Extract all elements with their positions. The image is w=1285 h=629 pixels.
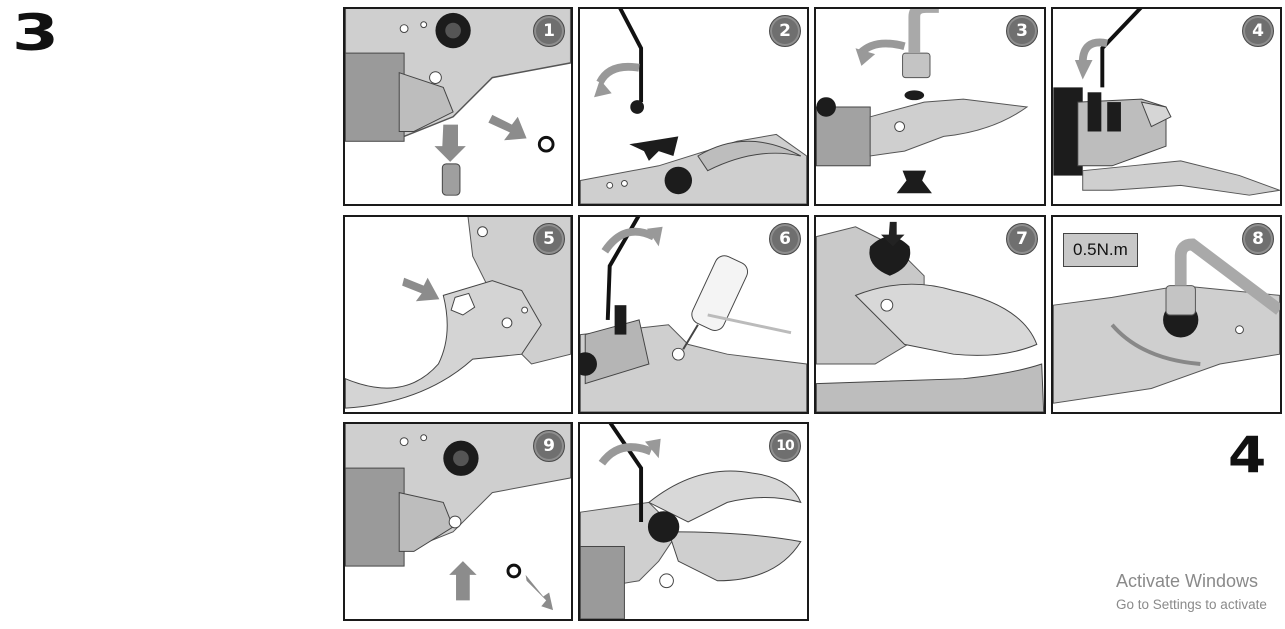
- step-badge-2: 2: [769, 15, 801, 47]
- step-panel-1: 1: [343, 7, 573, 206]
- step-badge-3: 3: [1006, 15, 1038, 47]
- step-panel-5: 5: [343, 215, 573, 414]
- activate-windows-title: Activate Windows: [1116, 571, 1259, 591]
- step-badge-6: 6: [769, 223, 801, 255]
- step-1-illustration: [345, 9, 571, 196]
- step-8-illustration: [1053, 238, 1280, 404]
- page-number-left: 3: [12, 4, 59, 62]
- step-badge-4: 4: [1242, 15, 1274, 47]
- step-badge-5: 5: [533, 223, 565, 255]
- step-panel-4: 4: [1051, 7, 1282, 206]
- step-badge-7: 7: [1006, 223, 1038, 255]
- activate-windows-subtitle: Go to Settings to activate: [1116, 597, 1267, 612]
- step-panel-8: 0.5N.m 8: [1051, 215, 1282, 414]
- step-panel-9: 9: [343, 422, 573, 621]
- step-2-illustration: [580, 9, 807, 204]
- step-panel-2: 2: [578, 7, 809, 206]
- step-3-illustration: [816, 9, 1029, 194]
- step-10-illustration: [580, 424, 802, 619]
- step-badge-10: 10: [769, 430, 801, 462]
- step-panel-7: 7: [814, 215, 1046, 414]
- step-9-illustration: [345, 424, 571, 611]
- step-4-illustration: [1053, 9, 1280, 196]
- torque-label: 0.5N.m: [1063, 233, 1138, 267]
- step-6-illustration: [580, 217, 807, 412]
- step-badge-8: 8: [1242, 223, 1274, 255]
- step-7-illustration: [816, 221, 1044, 412]
- step-badge-1: 1: [533, 15, 565, 47]
- step-badge-9: 9: [533, 430, 565, 462]
- page-number-right: 4: [1228, 426, 1266, 484]
- step-panel-10: 10: [578, 422, 809, 621]
- step-panel-6: 6: [578, 215, 809, 414]
- step-panel-3: 3: [814, 7, 1046, 206]
